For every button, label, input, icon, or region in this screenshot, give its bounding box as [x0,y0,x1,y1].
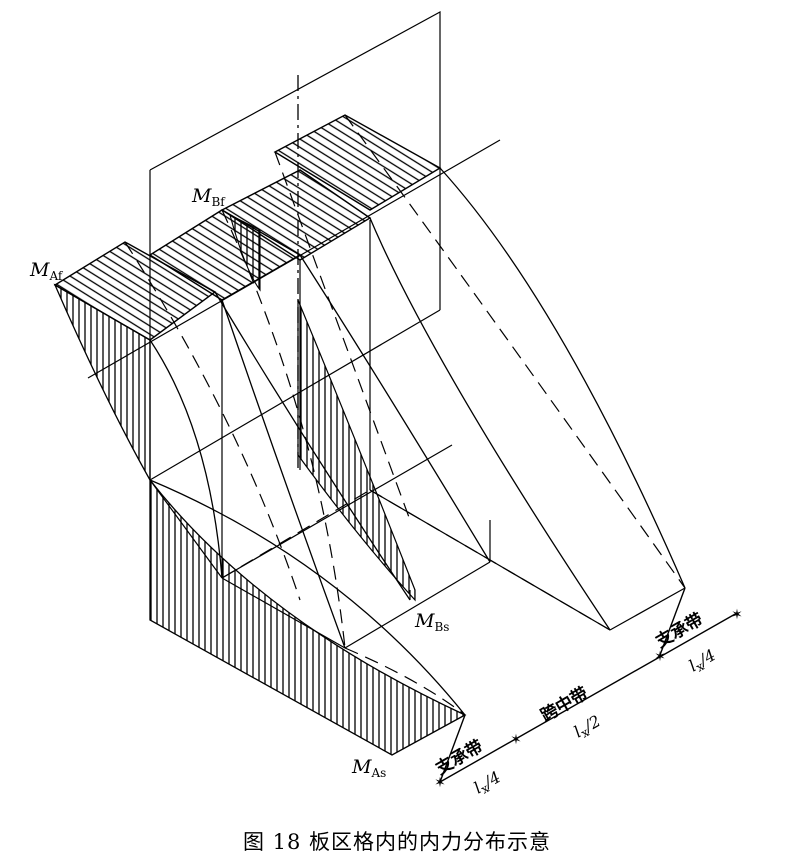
svg-text:✶: ✶ [510,732,522,748]
dimension-line [439,587,738,783]
svg-text:✶: ✶ [731,607,743,623]
label-m-bf: MBf [191,185,226,209]
dimension-ticks: ✶ ✶ ✶ ✶ [434,607,743,791]
dim-right: lx/4 [686,645,720,677]
moment-curves-dashed [124,114,686,716]
svg-text:✶: ✶ [434,775,446,791]
dim-left: lx/4 [471,767,505,799]
label-m-bs: MBs [414,610,449,634]
support-moment-hatch-left [53,283,151,483]
dim-middle: lx/2 [571,711,605,743]
label-m-as: MAs [351,756,386,780]
middle-moment-hatch [297,299,416,602]
label-m-af: MAf [29,259,64,283]
figure-caption: 图 18 板区格内的内力分布示意 [242,830,552,854]
top-moment-blocks [53,114,442,341]
strip-support-left: 支承带 [432,736,487,780]
svg-text:✶: ✶ [654,649,666,665]
support-moment-hatch-bottom [149,478,467,756]
moment-curves-solid [149,167,686,716]
